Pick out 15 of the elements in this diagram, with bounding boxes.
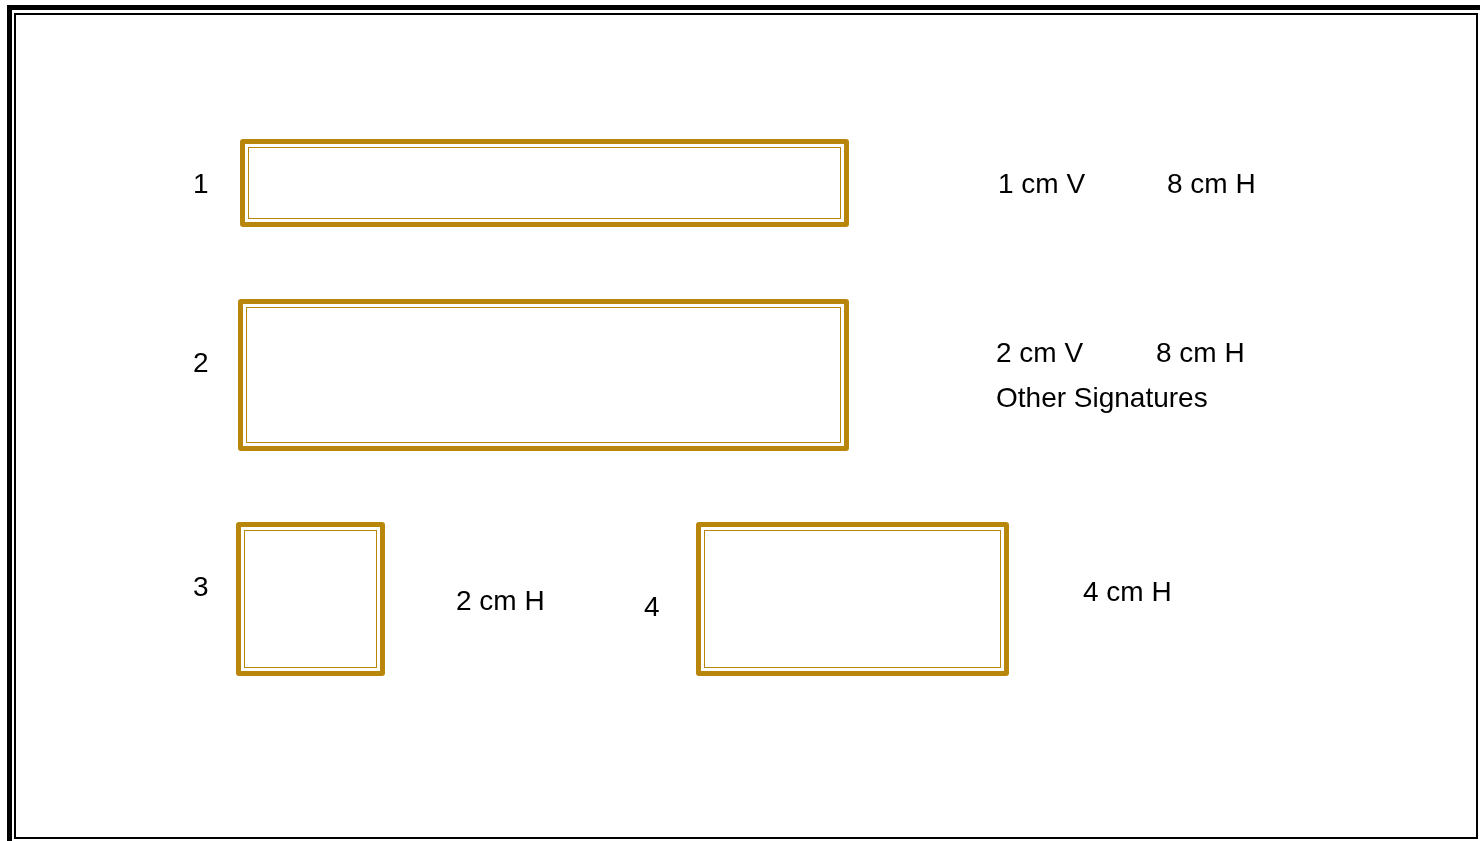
framed-box [696, 522, 1009, 676]
dimension-label: 8 cm H [1167, 168, 1256, 200]
framed-box [238, 299, 849, 451]
dimension-label: 8 cm H [1156, 337, 1245, 369]
callout-number: 2 [193, 347, 209, 379]
dimension-label: 2 cm H [456, 585, 545, 617]
framed-box [240, 139, 849, 227]
framed-box [236, 522, 385, 676]
callout-number: 4 [644, 591, 660, 623]
callout-number: 1 [193, 168, 209, 200]
dimension-label: 1 cm V [998, 168, 1086, 200]
note-text: Other Signatures [996, 382, 1208, 414]
callout-number: 3 [193, 571, 209, 603]
dimension-label: 2 cm V [996, 337, 1084, 369]
dimension-label: 4 cm H [1083, 576, 1172, 608]
